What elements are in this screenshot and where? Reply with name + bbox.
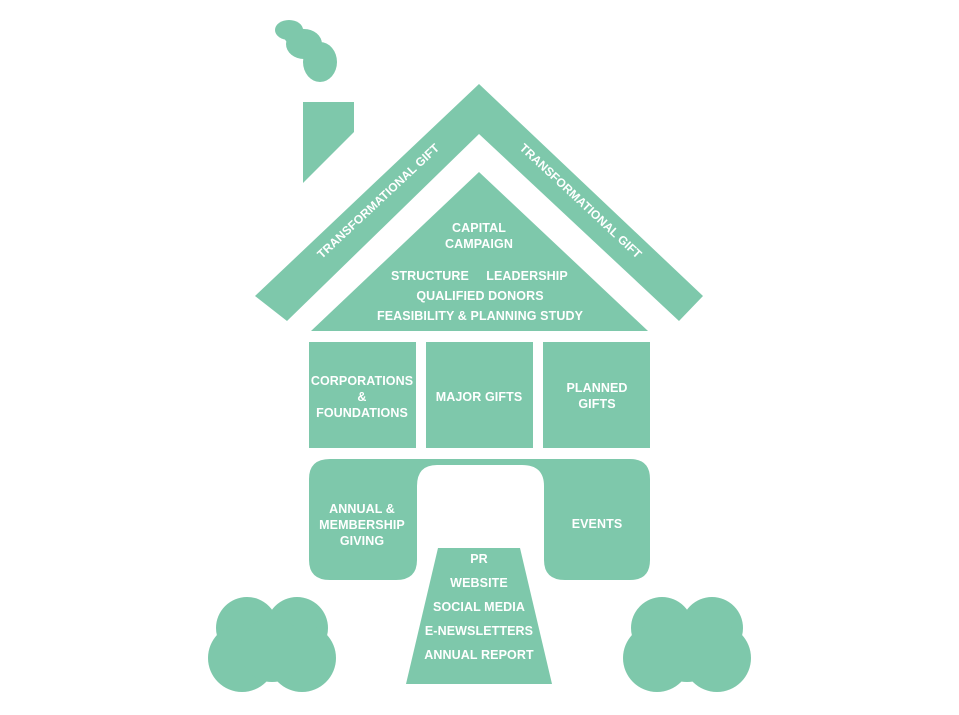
corporations-label-3: FOUNDATIONS — [316, 406, 408, 420]
path-item-e-newsletters: E-NEWSLETTERS — [425, 624, 533, 638]
qualified-donors-label: QUALIFIED DONORS — [416, 289, 543, 303]
capital-label: CAPITAL — [452, 221, 506, 235]
structure-label: STRUCTURE — [391, 269, 469, 283]
corporations-box — [309, 342, 416, 448]
corporations-label-1: CORPORATIONS — [311, 374, 413, 388]
leadership-label: LEADERSHIP — [486, 269, 568, 283]
major-gifts-box — [426, 342, 533, 448]
annual-label-3: GIVING — [340, 534, 384, 548]
smoke-cloud-icon — [275, 20, 337, 82]
path-item-social-media: SOCIAL MEDIA — [433, 600, 525, 614]
right-bush-icon — [623, 597, 751, 692]
corporations-label-2: & — [357, 390, 366, 404]
path-item-annual-report: ANNUAL REPORT — [424, 648, 534, 662]
chimney-icon — [303, 102, 354, 183]
feasibility-label: FEASIBILITY & PLANNING STUDY — [377, 309, 584, 323]
campaign-label: CAMPAIGN — [445, 237, 513, 251]
planned-gifts-box — [543, 342, 650, 448]
ground-floor — [309, 459, 650, 580]
events-label: EVENTS — [572, 517, 623, 531]
planned-gifts-label-2: GIFTS — [578, 397, 615, 411]
annual-label-1: ANNUAL & — [329, 502, 395, 516]
front-path — [406, 548, 552, 684]
path-item-website: WEBSITE — [450, 576, 508, 590]
annual-label-2: MEMBERSHIP — [319, 518, 405, 532]
roof — [255, 84, 703, 321]
left-bush-icon — [208, 597, 336, 692]
planned-gifts-label-1: PLANNED — [566, 381, 627, 395]
attic-triangle — [311, 172, 648, 331]
major-gifts-label: MAJOR GIFTS — [436, 390, 523, 404]
path-item-pr: PR — [470, 552, 488, 566]
